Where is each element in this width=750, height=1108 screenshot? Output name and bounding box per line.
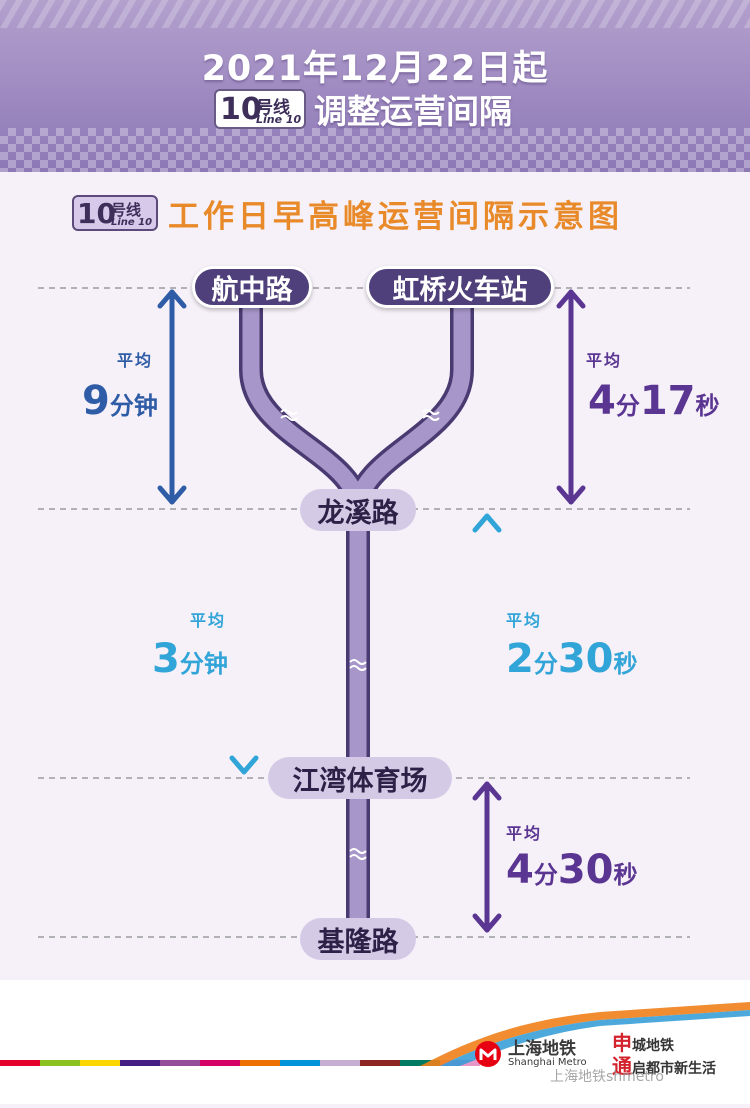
header-checker-pattern <box>0 128 750 172</box>
title-line-suffix: 号线 <box>111 201 142 219</box>
interval-arrows <box>157 289 586 933</box>
interval-5-value: 4分30秒 <box>506 847 638 893</box>
effective-date: 2021年12月22日起 <box>201 49 549 89</box>
interval-2-unit-b: 秒 <box>695 392 720 420</box>
break-mark-right <box>422 409 440 421</box>
interval-2-value: 4分17秒 <box>588 378 720 424</box>
arrow-jiangwan-longxilu-head <box>472 513 502 533</box>
slogan-mark-2: 通 <box>612 1054 632 1078</box>
track-fill <box>242 291 471 944</box>
header-subtitle: 调整运营间隔 <box>314 92 512 131</box>
break-mark-lower <box>349 848 367 860</box>
footer-bottom-stripes <box>0 1060 480 1066</box>
break-mark-middle <box>349 659 367 671</box>
arrow-hangzhonglu-longxilu <box>157 289 187 505</box>
line-english: Line 10 <box>256 113 302 126</box>
interval-4-value: 2分30秒 <box>506 636 638 682</box>
interval-5-unit-b: 秒 <box>613 861 638 889</box>
station-longxilu: 龙溪路 <box>300 489 416 531</box>
interval-5-unit-a: 分 <box>533 861 558 889</box>
metro-logo-icon <box>475 1041 501 1067</box>
diagram-title-row: 10 号线 Line 10 工作日早高峰运营间隔示意图 <box>72 193 623 235</box>
logo-chinese: 上海地铁 <box>508 1038 576 1059</box>
shanghai-metro-logo: 上海地铁 Shanghai Metro <box>474 1040 587 1068</box>
line-10-badge: 10 号线 Line 10 <box>214 89 306 129</box>
interval-2-unit-a: 分 <box>615 392 640 420</box>
slogan: 申城地铁 通启都市新生活 <box>612 1032 748 1078</box>
logo-english: Shanghai Metro <box>508 1056 587 1068</box>
header-stripe-pattern <box>0 0 750 28</box>
interval-2-number-b: 17 <box>639 378 696 424</box>
interval-1-label: 平均 <box>116 351 153 370</box>
interval-4-unit-a: 分 <box>533 650 558 678</box>
station-level-guides <box>38 287 690 938</box>
interval-4-unit-b: 秒 <box>613 650 638 678</box>
slogan-mark-1: 申 <box>612 1031 632 1055</box>
footer-color-bands <box>0 1002 750 1066</box>
interval-1-unit: 分钟 <box>109 392 158 420</box>
interval-5-number-a: 4 <box>506 847 534 893</box>
slogan-text-1: 城地铁 <box>632 1038 674 1054</box>
title-line-english: Line 10 <box>111 217 153 228</box>
interval-4-number-b: 30 <box>557 636 614 682</box>
interval-3-value: 3分钟 <box>152 636 228 682</box>
title-line-10-badge: 10 号线 Line 10 <box>72 195 158 231</box>
footer-swoosh <box>420 1002 750 1066</box>
station-jiangwan-stadium: 江湾体育场 <box>268 757 452 799</box>
line-suffix: 号线 <box>256 98 290 118</box>
interval-2-number-a: 4 <box>588 378 616 424</box>
interval-5-label: 平均 <box>505 824 542 843</box>
interval-3-label: 平均 <box>189 611 226 630</box>
watermark: 上海地铁shmetro <box>550 1069 664 1085</box>
footer <box>0 980 750 1104</box>
break-mark-left <box>280 409 298 421</box>
slogan-line-2: 通启都市新生活 <box>612 1055 748 1078</box>
station-hangzhonglu: 航中路 <box>192 266 312 308</box>
header-banner: 2021年12月22日起 10 号线 Line 10 调整运营间隔 <box>0 0 750 172</box>
track-break-marks <box>280 409 440 860</box>
diagram-title: 工作日早高峰运营间隔示意图 <box>168 198 623 235</box>
arrow-jilonglu-jiangwan <box>472 781 502 933</box>
interval-2-label: 平均 <box>585 351 622 370</box>
interval-1-number: 9 <box>82 378 110 424</box>
interval-4-label: 平均 <box>505 611 542 630</box>
interval-5-number-b: 30 <box>557 847 614 893</box>
station-jilonglu: 基隆路 <box>300 918 416 960</box>
arrow-longxilu-jiangwan-head <box>229 755 259 775</box>
line-number: 10 <box>220 92 262 127</box>
interval-3-unit: 分钟 <box>179 650 228 678</box>
interval-1-value: 9分钟 <box>82 378 158 424</box>
header-subtitle-row: 10 号线 Line 10 调整运营间隔 <box>214 88 512 131</box>
interval-3-number: 3 <box>152 636 180 682</box>
line-10-track <box>239 288 474 947</box>
station-hongqiao-railway: 虹桥火车站 <box>366 266 554 308</box>
slogan-text-2: 启都市新生活 <box>632 1061 716 1077</box>
arrow-hongqiao-longxilu <box>556 289 586 505</box>
title-line-number: 10 <box>77 197 116 230</box>
slogan-line-1: 申城地铁 <box>612 1032 748 1055</box>
interval-4-number-a: 2 <box>506 636 534 682</box>
logo-text: 上海地铁 Shanghai Metro <box>508 1038 587 1068</box>
